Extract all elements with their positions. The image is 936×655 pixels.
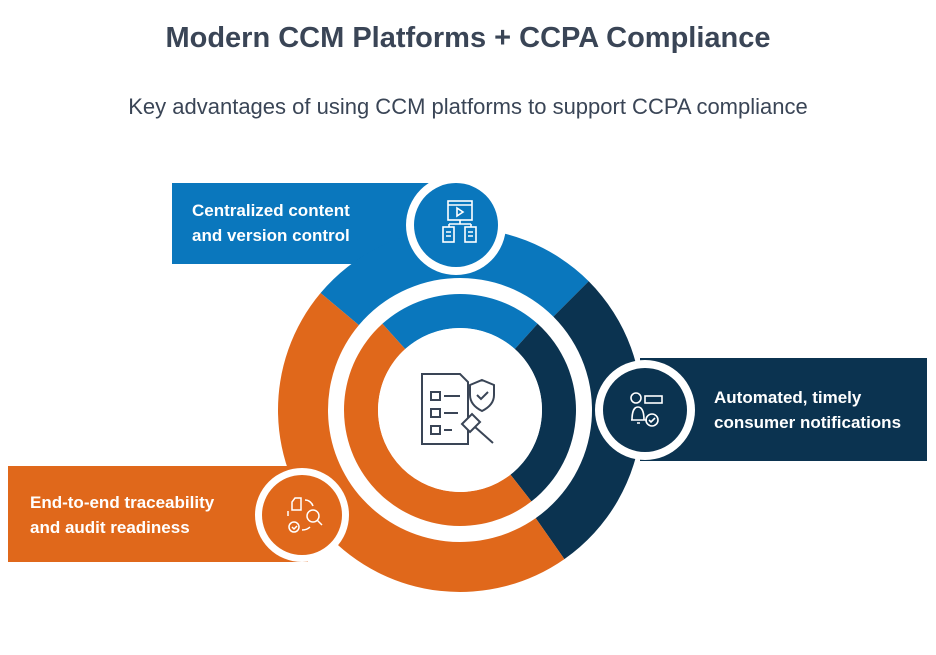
label-line: and audit readiness (30, 518, 190, 537)
label-line: and version control (192, 226, 350, 245)
inner-ring-orange-segment (344, 323, 532, 526)
outer-ring-orange-segment (277, 293, 565, 593)
center-circle (378, 328, 542, 492)
advantage-centralized-content: Centralized content and version control (192, 198, 350, 248)
compliance-checklist-icon (421, 373, 495, 445)
advantage-traceability: End-to-end traceability and audit readin… (30, 490, 214, 540)
inner-ring-blue-segment (382, 294, 538, 350)
outer-ring-blue-segment (320, 228, 589, 326)
page-subtitle: Key advantages of using CCM platforms to… (128, 94, 808, 119)
label-line: Automated, timely (714, 388, 862, 407)
content-hierarchy-icon-circle (414, 183, 498, 267)
label-line: consumer notifications (714, 413, 902, 432)
page-title: Modern CCM Platforms + CCPA Compliance (165, 22, 771, 54)
inner-ring-navy-segment (510, 323, 576, 502)
outer-ring-navy-segment (535, 281, 642, 560)
label-line: Centralized content (192, 201, 350, 220)
audit-icon-circle (262, 475, 342, 555)
notification-bell-clock-icon (630, 392, 663, 427)
content-hierarchy-icon (442, 200, 477, 243)
label-line: End-to-end traceability (30, 493, 215, 512)
audit-search-cycle-icon (287, 497, 323, 533)
advantage-automated-notifications: Automated, timely consumer notifications (714, 385, 901, 435)
notification-icon-circle (603, 368, 687, 452)
